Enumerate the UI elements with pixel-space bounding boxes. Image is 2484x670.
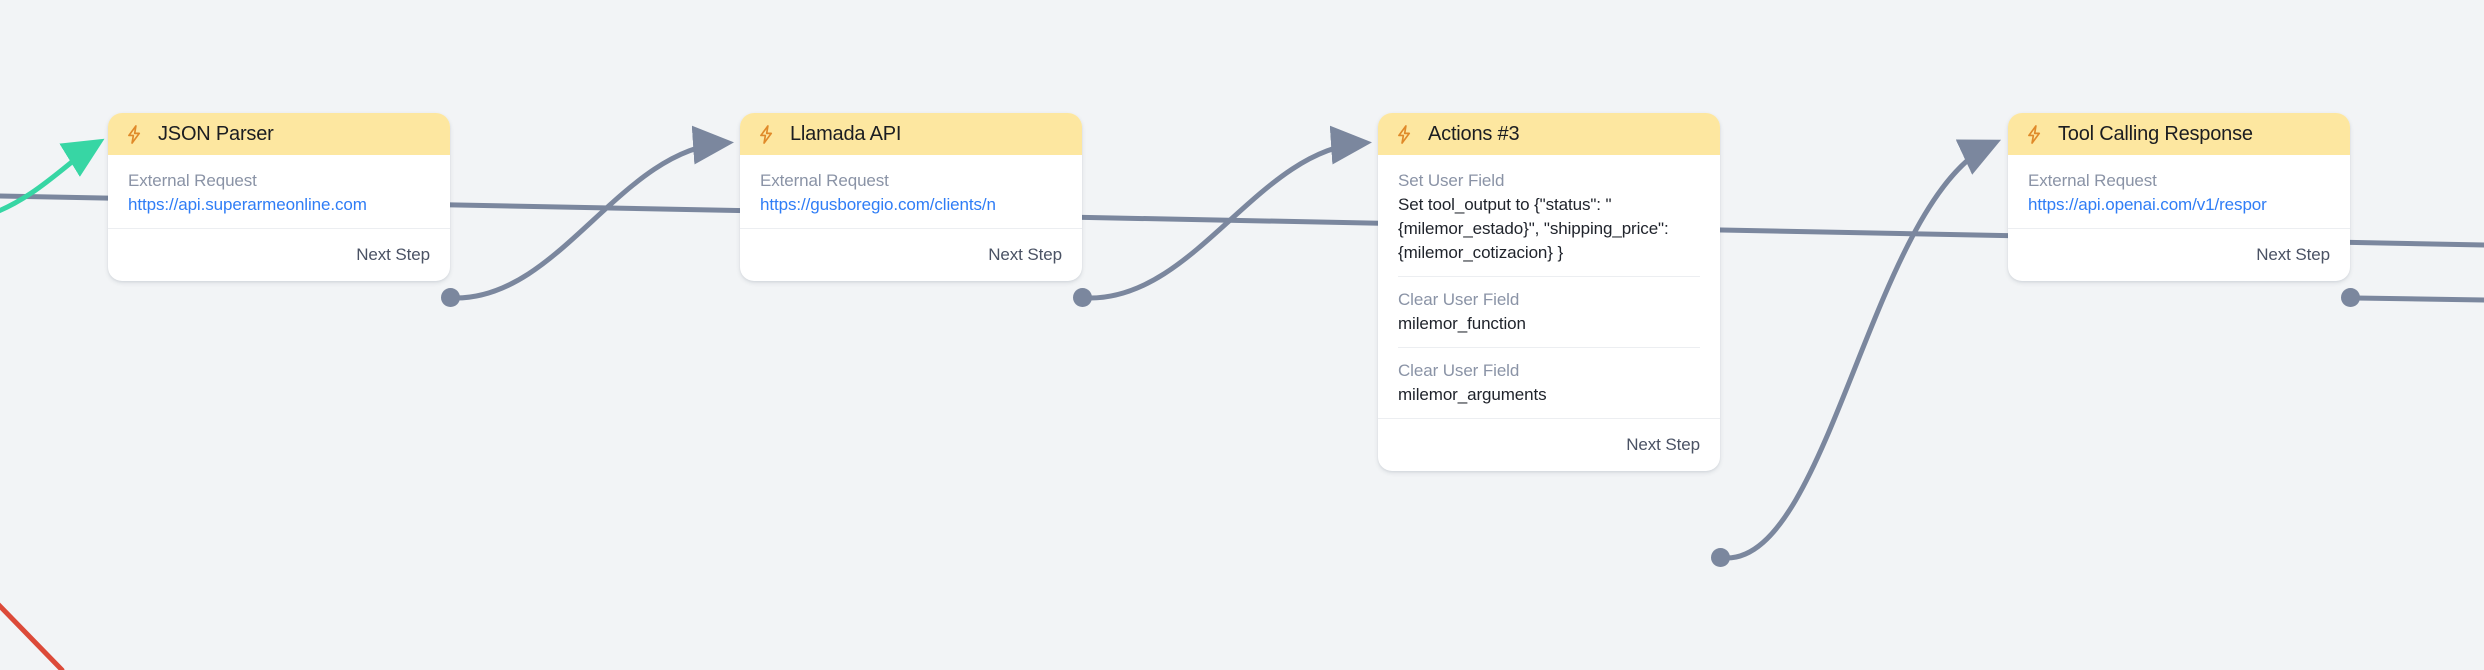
section-link[interactable]: https://api.openai.com/v1/respor bbox=[2028, 195, 2267, 214]
section-label: External Request bbox=[760, 171, 889, 190]
node-body: External Request https://gusboregio.com/… bbox=[740, 155, 1082, 228]
next-step-label: Next Step bbox=[2256, 245, 2330, 264]
node-section[interactable]: Clear User Field milemor_function bbox=[1398, 276, 1700, 347]
section-label: Set User Field bbox=[1398, 171, 1505, 190]
node-footer: Next Step bbox=[108, 228, 450, 281]
section-value: Set tool_output to {"status": "{milemor_… bbox=[1398, 195, 1669, 262]
node-body: External Request https://api.superarmeon… bbox=[108, 155, 450, 228]
node-header[interactable]: JSON Parser bbox=[108, 113, 450, 155]
edge-actions-3-to-tool-calling-response bbox=[1723, 139, 2002, 561]
section-label: Clear User Field bbox=[1398, 361, 1520, 380]
node-body: Set User Field Set tool_output to {"stat… bbox=[1378, 155, 1720, 418]
node-section[interactable]: External Request https://api.superarmeon… bbox=[128, 169, 430, 228]
zap-icon bbox=[760, 124, 773, 144]
next-step-port-json-parser[interactable] bbox=[441, 288, 460, 307]
section-value: milemor_arguments bbox=[1398, 385, 1547, 404]
edge-start-to-json-parser bbox=[0, 138, 105, 214]
node-header[interactable]: Actions #3 bbox=[1378, 113, 1720, 155]
next-step-port-llamada-api[interactable] bbox=[1073, 288, 1092, 307]
zap-icon bbox=[1398, 124, 1411, 144]
node-json-parser[interactable]: JSON Parser External Request https://api… bbox=[108, 113, 450, 281]
next-step-port-tool-calling-response[interactable] bbox=[2341, 288, 2360, 307]
node-footer: Next Step bbox=[740, 228, 1082, 281]
section-label: External Request bbox=[128, 171, 257, 190]
edge-llamada-api-to-actions-3 bbox=[1087, 125, 1372, 301]
section-label: Clear User Field bbox=[1398, 290, 1520, 309]
edge-error-red bbox=[0, 602, 65, 670]
node-title: JSON Parser bbox=[158, 123, 274, 145]
next-step-label: Next Step bbox=[1626, 435, 1700, 454]
node-footer: Next Step bbox=[1378, 418, 1720, 471]
next-step-port-actions-3[interactable] bbox=[1711, 548, 1730, 567]
zap-icon bbox=[128, 124, 141, 144]
node-section[interactable]: External Request https://api.openai.com/… bbox=[2028, 169, 2330, 228]
node-section[interactable]: External Request https://gusboregio.com/… bbox=[760, 169, 1062, 228]
node-header[interactable]: Llamada API bbox=[740, 113, 1082, 155]
node-llamada-api[interactable]: Llamada API External Request https://gus… bbox=[740, 113, 1082, 281]
section-value: milemor_function bbox=[1398, 314, 1526, 333]
node-tool-calling-response[interactable]: Tool Calling Response External Request h… bbox=[2008, 113, 2350, 281]
node-actions-3[interactable]: Actions #3 Set User Field Set tool_outpu… bbox=[1378, 113, 1720, 471]
node-title: Actions #3 bbox=[1428, 123, 1520, 145]
node-section[interactable]: Clear User Field milemor_arguments bbox=[1398, 347, 1700, 418]
node-title: Llamada API bbox=[790, 123, 902, 145]
section-link[interactable]: https://api.superarmeonline.com bbox=[128, 195, 367, 214]
edge-json-parser-to-llamada-api bbox=[453, 125, 734, 301]
edge-tool-calling-response-to-offscreen bbox=[2353, 295, 2484, 303]
node-body: External Request https://api.openai.com/… bbox=[2008, 155, 2350, 228]
next-step-label: Next Step bbox=[988, 245, 1062, 264]
node-header[interactable]: Tool Calling Response bbox=[2008, 113, 2350, 155]
section-link[interactable]: https://gusboregio.com/clients/n bbox=[760, 195, 996, 214]
zap-icon bbox=[2028, 124, 2041, 144]
node-title: Tool Calling Response bbox=[2058, 123, 2253, 145]
node-section[interactable]: Set User Field Set tool_output to {"stat… bbox=[1398, 169, 1700, 276]
node-footer: Next Step bbox=[2008, 228, 2350, 281]
next-step-label: Next Step bbox=[356, 245, 430, 264]
section-label: External Request bbox=[2028, 171, 2157, 190]
